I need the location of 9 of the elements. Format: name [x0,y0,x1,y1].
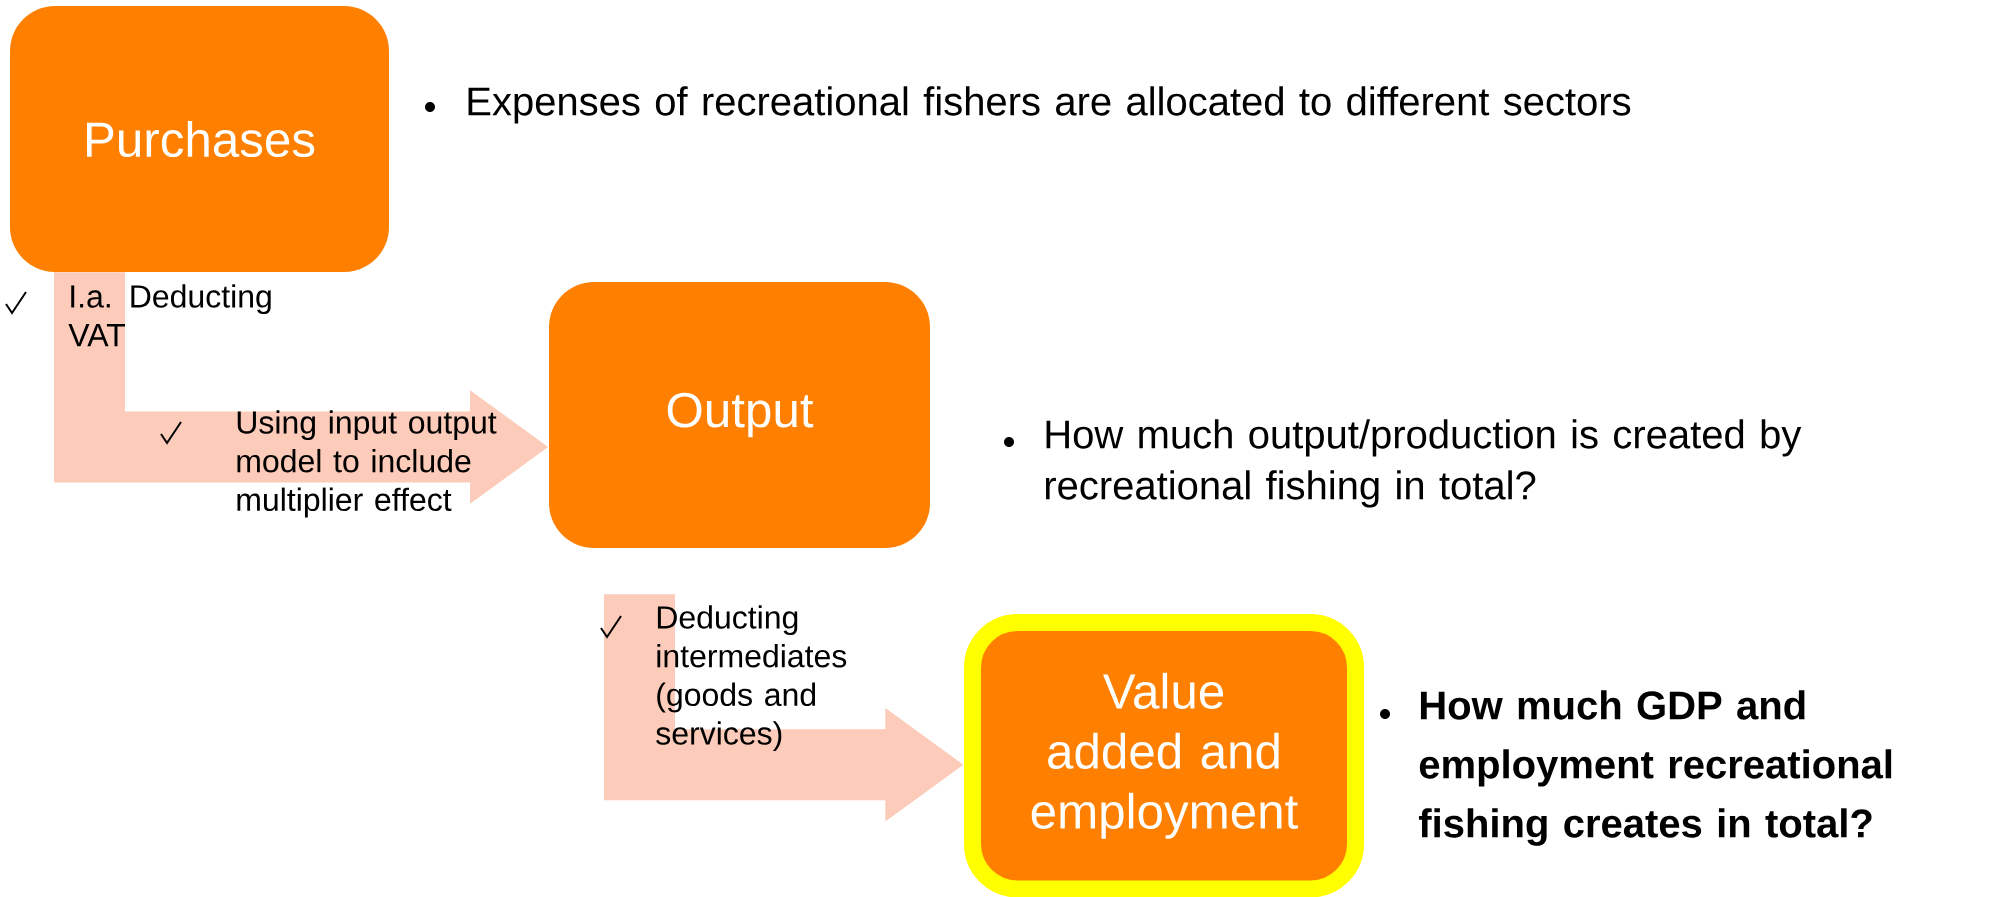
step-note: Using input output model to include multiplier effect [237,410,497,518]
step-note: I.a. Deducting VAT [68,284,271,347]
bullet-text: Expenses of recreational fishers are allocated to different sectors [468,86,1631,124]
bullet-text: How much output/production is created by recreational fishing in total? [1045,419,1802,508]
step-note: Deducting intermediates (goods and services) [656,605,847,752]
process-box: Value added and employment [964,614,1364,897]
bullet-text: How much GDP and employment recreational fishing creates in total? [1418,690,1892,846]
process-box: Output [549,282,930,548]
process-box: Purchases [10,6,389,272]
